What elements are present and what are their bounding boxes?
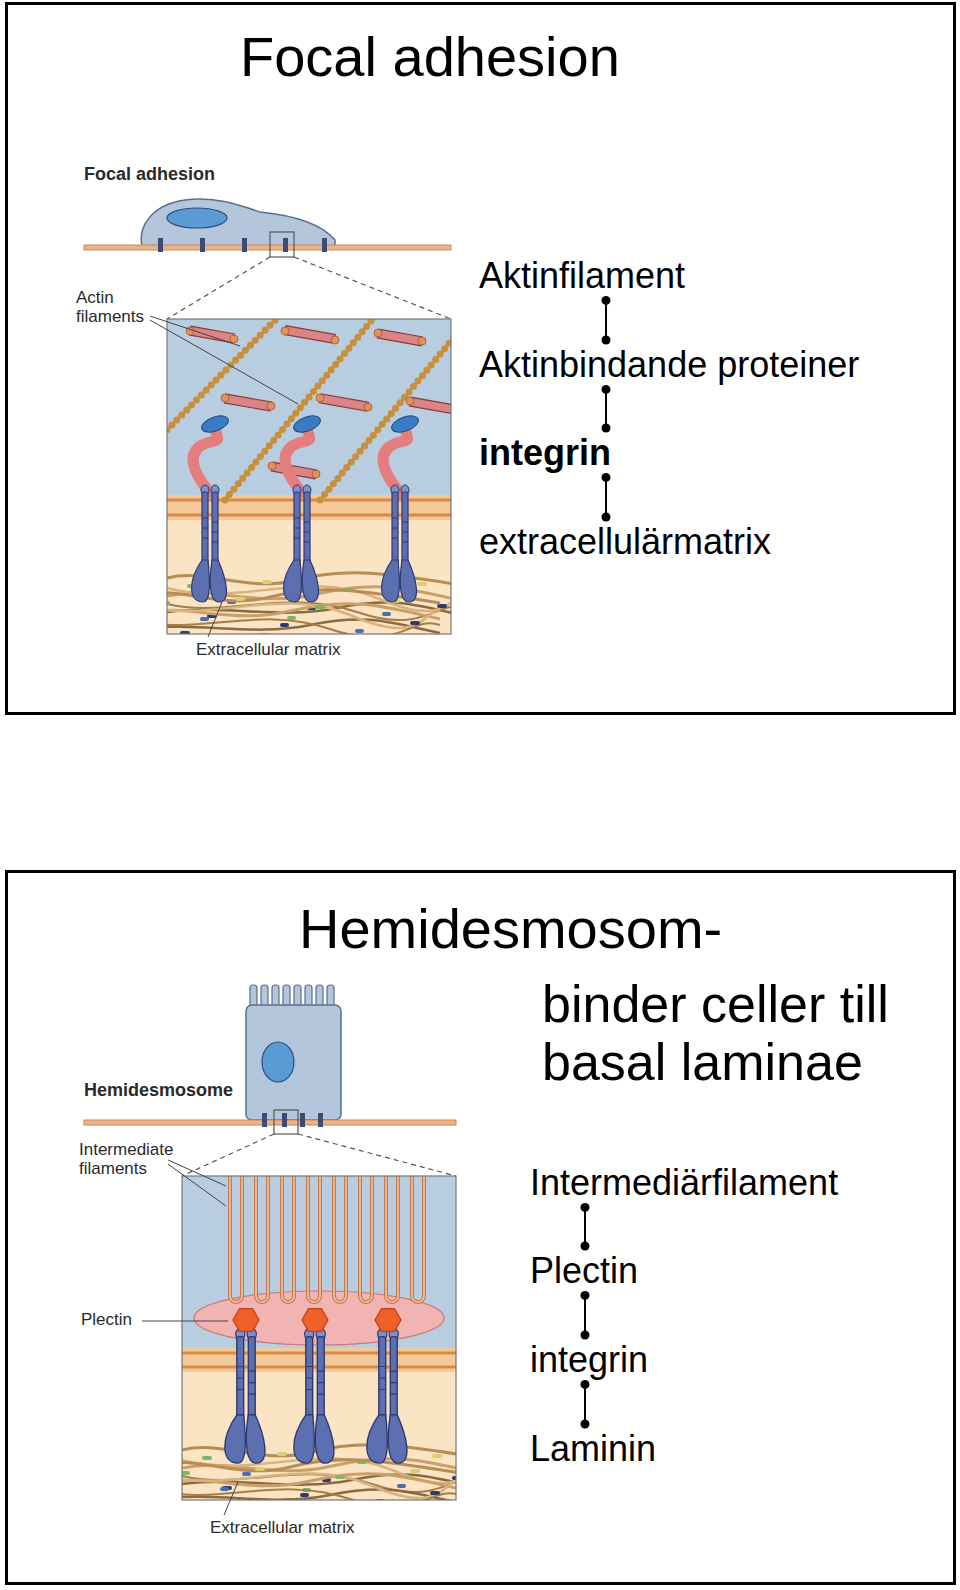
connector-line xyxy=(584,1207,586,1246)
chain-connector xyxy=(581,1203,590,1251)
connector-dot xyxy=(602,473,611,482)
connector-dot xyxy=(581,1331,590,1340)
slide-panel: Focal adhesionAktinfilamentAktinbindande… xyxy=(5,2,956,715)
term-text: Aktinfilament xyxy=(479,255,685,296)
term-text: integrin xyxy=(479,432,611,473)
slide-panel: Hemidesmosom-binder celler till basal la… xyxy=(5,870,956,1585)
chain-connector xyxy=(602,296,611,345)
connector-dot xyxy=(602,336,611,345)
term-text: Aktinbindande proteiner xyxy=(479,344,859,385)
connector-line xyxy=(605,389,607,428)
figure-label: Plectin xyxy=(81,1310,132,1329)
chain-connector xyxy=(602,385,611,433)
term-label: Plectin xyxy=(527,1248,641,1293)
connector-line xyxy=(584,1295,586,1335)
panel-heading: Hemidesmosom- xyxy=(299,897,722,961)
figure-label: Extracellular matrix xyxy=(196,640,341,659)
term-label: extracellulärmatrix xyxy=(476,519,774,564)
term-label: Laminin xyxy=(527,1426,659,1471)
term-text: extracellulärmatrix xyxy=(479,521,771,562)
term-label: integrin xyxy=(476,430,614,475)
connector-dot xyxy=(581,1203,590,1212)
connector-line xyxy=(605,300,607,340)
connector-dot xyxy=(602,513,611,522)
chain-connector xyxy=(602,473,611,522)
figure-label: Intermediate filaments xyxy=(79,1140,184,1178)
connector-dot xyxy=(602,385,611,394)
connector-line xyxy=(584,1384,586,1424)
term-label: Intermediärfilament xyxy=(527,1160,841,1205)
term-label: integrin xyxy=(527,1337,651,1382)
figure-label: Focal adhesion xyxy=(84,164,215,184)
figure-label: Hemidesmosome xyxy=(84,1080,233,1100)
chain-connector xyxy=(581,1291,590,1340)
term-label: Aktinfilament xyxy=(476,253,688,298)
term-text: Intermediärfilament xyxy=(530,1162,838,1203)
connector-dot xyxy=(581,1291,590,1300)
term-text: integrin xyxy=(530,1339,648,1380)
panel-heading: Focal adhesion xyxy=(240,25,620,89)
connector-dot xyxy=(602,424,611,433)
panel-subheading: binder celler till basal laminae xyxy=(542,975,922,1091)
connector-dot xyxy=(581,1380,590,1389)
figure-label: Extracellular matrix xyxy=(210,1518,355,1537)
term-text: Laminin xyxy=(530,1428,656,1469)
connector-dot xyxy=(602,296,611,305)
connector-dot xyxy=(581,1420,590,1429)
connector-line xyxy=(605,477,607,517)
term-text: Plectin xyxy=(530,1250,638,1291)
connector-dot xyxy=(581,1242,590,1251)
term-label: Aktinbindande proteiner xyxy=(476,342,862,387)
figure-label: Actin filaments xyxy=(76,288,161,326)
chain-connector xyxy=(581,1380,590,1429)
